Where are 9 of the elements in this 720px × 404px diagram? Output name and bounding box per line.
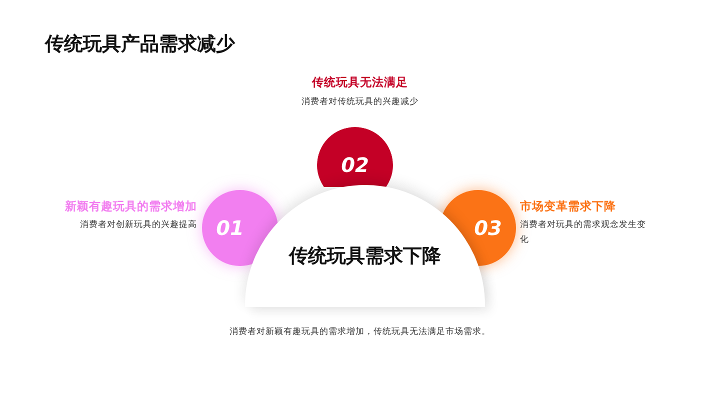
heading: 新颖有趣玩具的需求增加 — [65, 199, 197, 214]
caption: 消费者对新颖有趣玩具的需求增加，传统玩具无法满足市场需求。 — [230, 326, 490, 338]
heading: 市场变革需求下降 — [520, 199, 616, 214]
description: 消费者对传统玩具的兴趣减少 — [302, 96, 418, 109]
heading: 传统玩具无法满足 — [312, 75, 408, 90]
description: 消费者对创新玩具的兴趣提高 — [80, 218, 197, 232]
description: 消费者对玩具的需求观念发生变化 — [520, 219, 647, 247]
title: 传统玩具产品需求减少 — [45, 32, 235, 57]
number-circle: 02 — [317, 127, 393, 187]
